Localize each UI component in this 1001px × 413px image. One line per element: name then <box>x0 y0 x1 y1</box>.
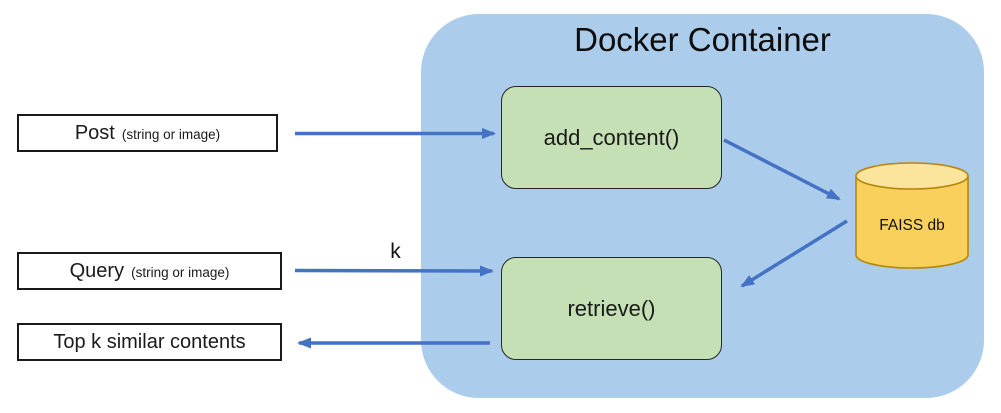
faiss-db-label: FAISS db <box>879 217 945 234</box>
faiss-db-cylinder <box>855 162 969 269</box>
query-sublabel: (string or image) <box>131 265 230 280</box>
post-sublabel: (string or image) <box>121 127 221 142</box>
add-content-label: add_content() <box>543 124 680 150</box>
query-input-box: Query (string or image) <box>17 252 282 290</box>
db-cylinder-body <box>855 175 969 269</box>
arrow-db-to-retrieve <box>740 219 848 288</box>
result-output-box: Top k similar contents <box>17 323 282 361</box>
query-label: Query <box>69 260 125 282</box>
retrieve-function-box: retrieve() <box>501 257 722 360</box>
add-content-function-box: add_content() <box>501 86 722 189</box>
db-cylinder-top <box>855 162 969 190</box>
result-label: Top k similar contents <box>53 331 246 353</box>
arrow-query-to-retrieve <box>294 265 494 277</box>
docker-container-title: Docker Container <box>574 21 831 58</box>
arrow-add-content-to-db <box>723 138 841 201</box>
post-input-box: Post (string or image) <box>17 114 278 152</box>
post-label: Post <box>74 122 115 144</box>
retrieve-label: retrieve() <box>567 295 656 321</box>
k-parameter-label: k <box>390 240 401 263</box>
